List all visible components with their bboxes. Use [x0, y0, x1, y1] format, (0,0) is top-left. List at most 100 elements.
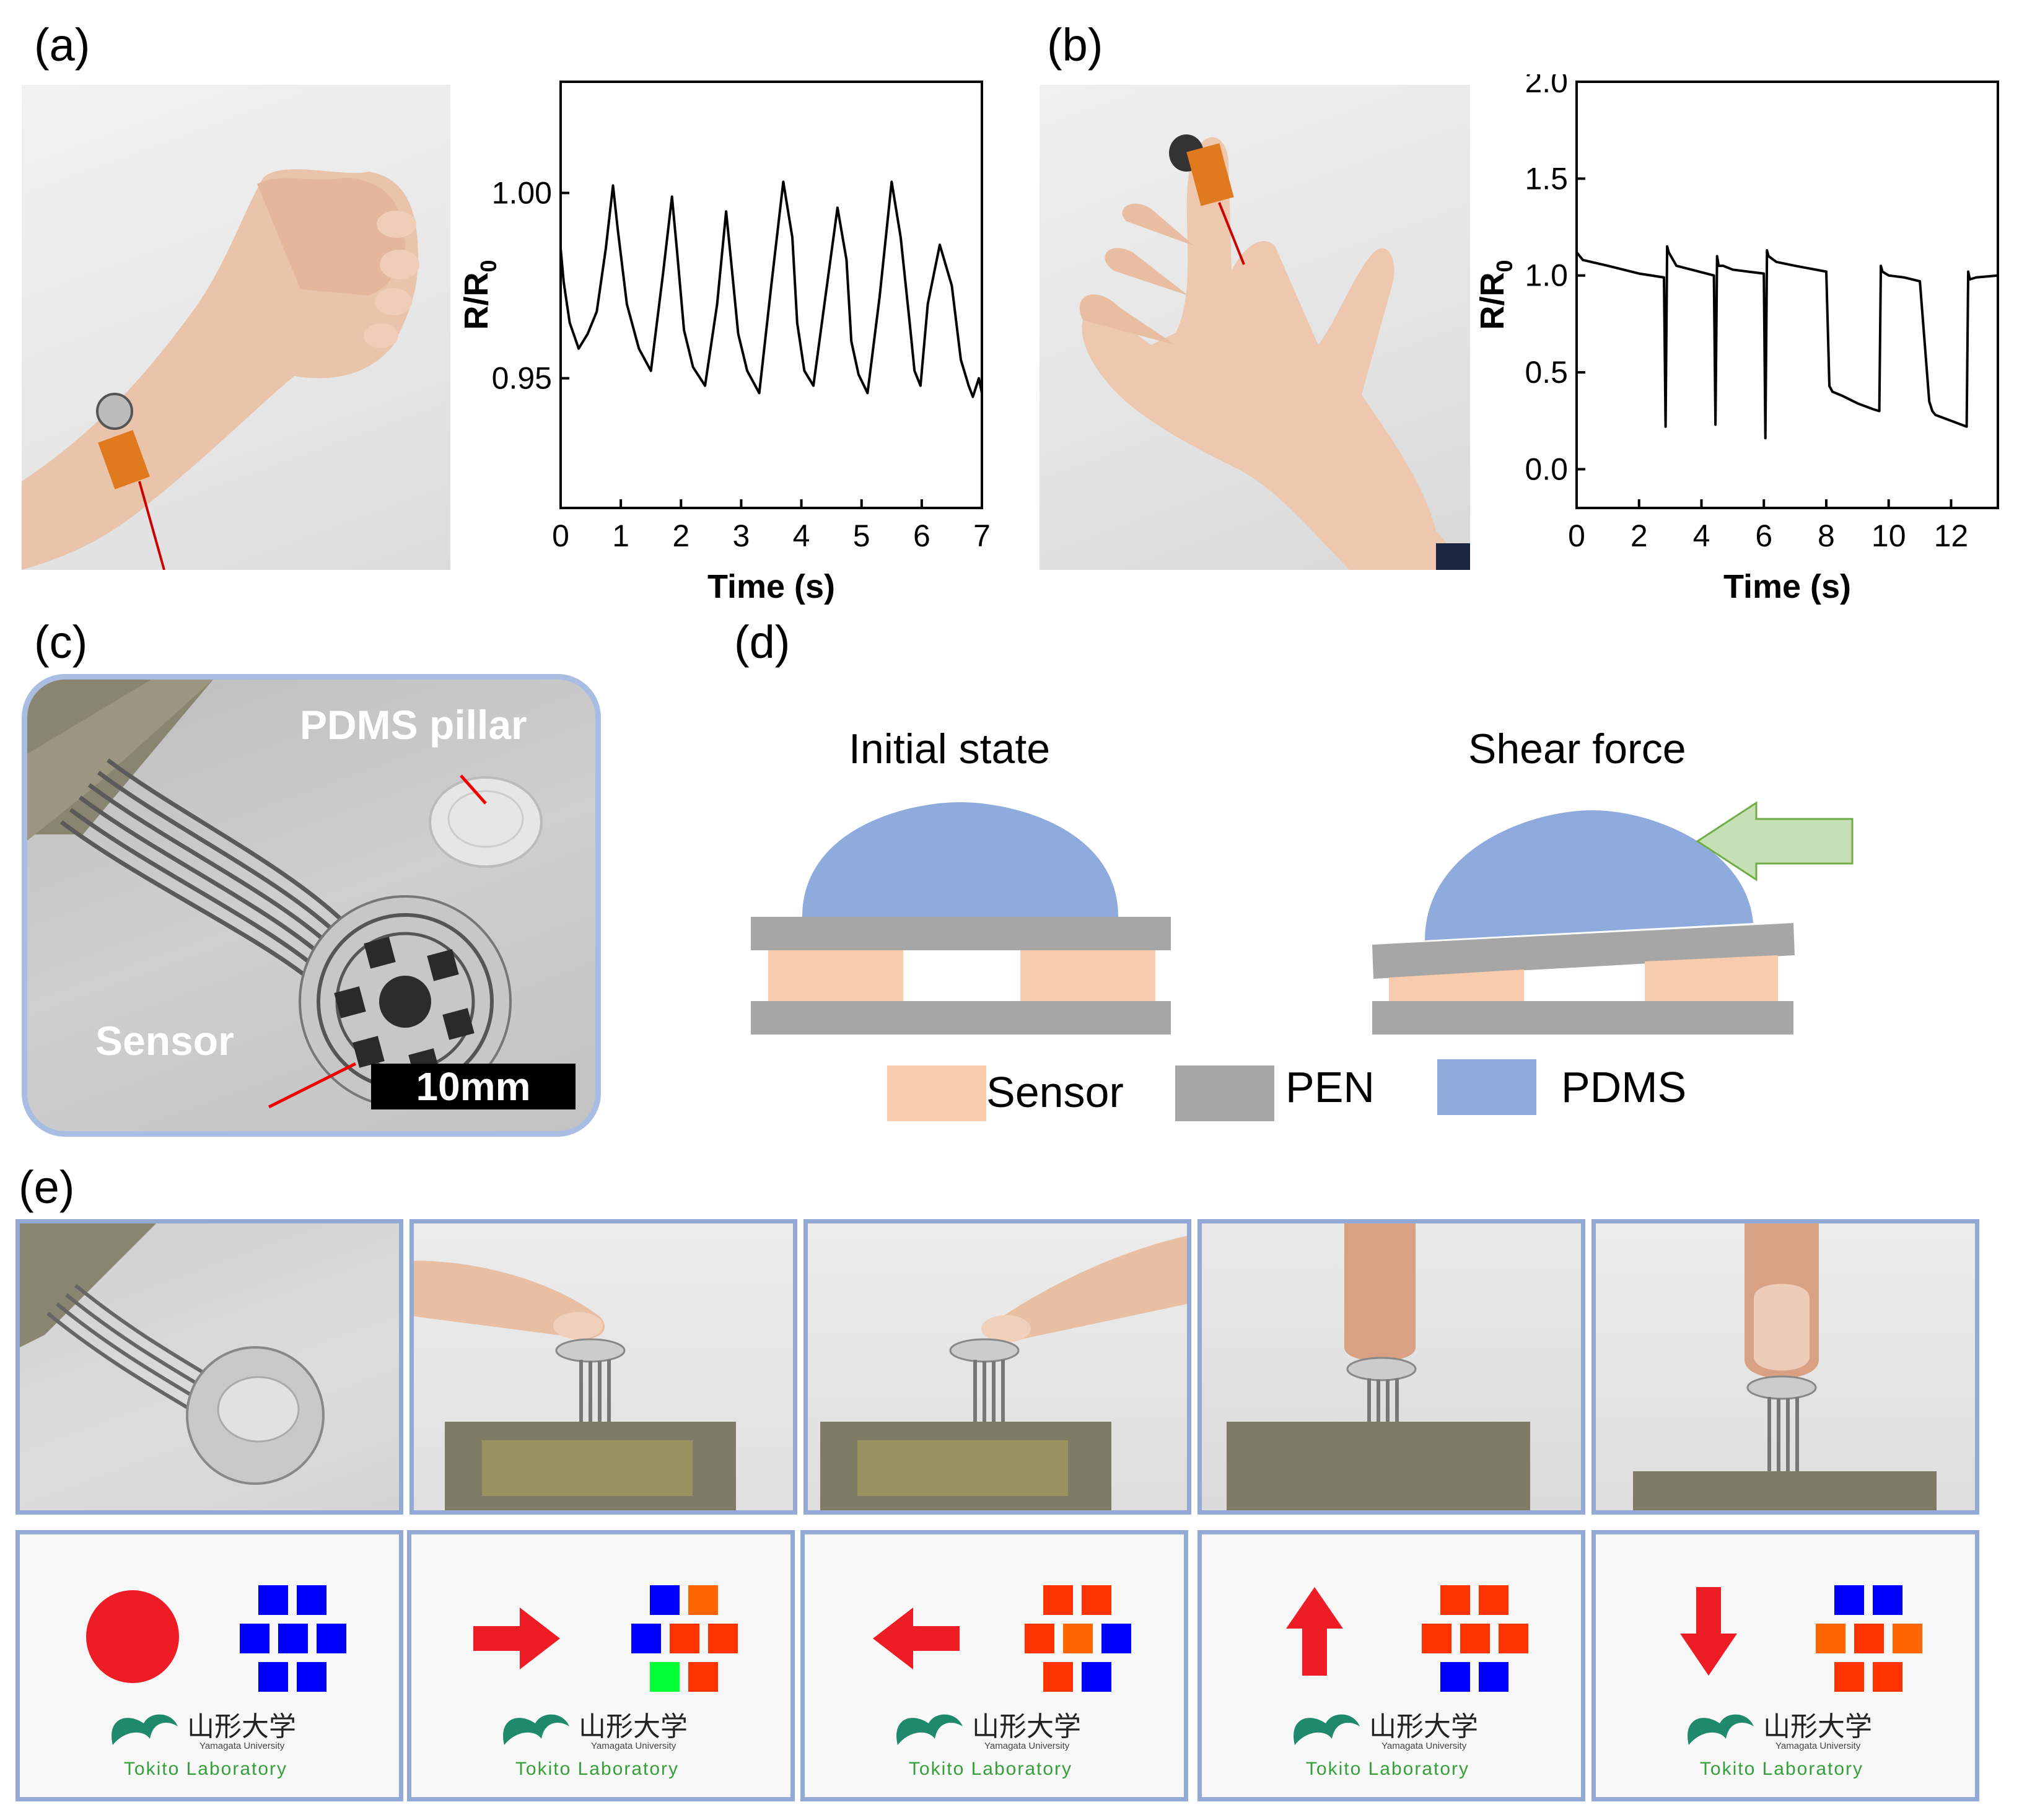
sensor-cell-indicator [1816, 1624, 1845, 1653]
sensor-cell-indicator [650, 1662, 680, 1692]
y-axis-label: R/R0 [1474, 260, 1517, 330]
panel-label-d: (d) [734, 616, 790, 668]
demo-photo-2 [409, 1219, 797, 1515]
demo-photo-4-illustration [1227, 1223, 1530, 1510]
sensor-cell-indicator [1440, 1585, 1470, 1615]
pdms-pillar-label: PDMS pillar [300, 702, 527, 748]
demo-photo-2-illustration [414, 1261, 736, 1510]
sensor-cell-indicator [258, 1662, 288, 1692]
shear-arrow-icon [1696, 801, 1854, 882]
sensor-cell-indicator [650, 1585, 680, 1615]
pen-bottom-initial [751, 1001, 1171, 1035]
sensor-cell-indicator [708, 1624, 738, 1653]
scale-bar: 10mm [371, 1064, 576, 1109]
wrist-illustration [22, 169, 419, 570]
lab-name-text: Tokito Laboratory [1700, 1759, 1863, 1779]
initial-state-title: Initial state [849, 725, 1051, 772]
logo-en-text: Yamagata University [1381, 1741, 1467, 1751]
panel-label-c: (c) [34, 616, 88, 668]
legend-pdms-label: PDMS [1561, 1063, 1687, 1111]
logo-jp-text: 山形大学 [1763, 1712, 1872, 1742]
sensor-right-initial [1020, 950, 1155, 1001]
sensor-cell-indicator [1043, 1662, 1073, 1692]
sensor-cell-indicator [688, 1662, 718, 1692]
series-line [559, 180, 983, 398]
legend-sensor-swatch [887, 1065, 986, 1121]
sensor-cell-indicator [1043, 1585, 1073, 1615]
x-tick-label: 4 [1693, 518, 1710, 553]
pen-bottom-shear [1372, 1001, 1793, 1035]
demo-photo-5 [1591, 1219, 1979, 1515]
x-tick-label: 8 [1818, 518, 1835, 553]
logo-mark-icon [503, 1714, 569, 1745]
x-tick-label: 4 [793, 518, 810, 553]
pdms-dome-initial [802, 802, 1118, 917]
sensor-cell-indicator [297, 1662, 326, 1692]
sensor-cell-indicator [1082, 1662, 1111, 1692]
sensor-cell-indicator [1873, 1585, 1902, 1615]
sensor-cell-indicator [1499, 1624, 1528, 1653]
demo-photo-1-illustration [20, 1223, 325, 1485]
sensor-cell-indicator [278, 1624, 308, 1653]
touch-circle-icon [86, 1590, 179, 1683]
sensor-photo: PDMS pillar Sensor 10mm [22, 674, 601, 1137]
sensor-cell-indicator [1834, 1662, 1864, 1692]
x-tick-label: 10 [1872, 518, 1906, 553]
x-tick-label: 1 [612, 518, 629, 553]
sensor-cell-indicator [1063, 1624, 1093, 1653]
y-tick-label: 0.5 [1525, 355, 1568, 390]
logo-mark-icon [1688, 1714, 1754, 1745]
demo-photo-4 [1197, 1219, 1585, 1515]
hand-photo [1040, 85, 1470, 570]
sensor-illustration [27, 680, 543, 1109]
sensor-cell-indicator [1479, 1662, 1508, 1692]
pen-top-initial [751, 917, 1171, 950]
x-tick-label: 6 [913, 518, 930, 553]
logo-jp-text: 山形大学 [1369, 1712, 1478, 1742]
legend-sensor-label: Sensor [986, 1068, 1124, 1116]
x-axis-label: Time (s) [707, 568, 835, 605]
legend-pen-swatch [1175, 1065, 1274, 1121]
x-tick-label: 12 [1934, 518, 1969, 553]
arrow-up-icon [1286, 1587, 1343, 1676]
panel-label-a: (a) [34, 19, 90, 71]
demo-photo-3-illustration [820, 1236, 1187, 1510]
legend-pdms-swatch [1437, 1059, 1536, 1115]
plot-frame [1575, 81, 1999, 509]
sensor-cell-indicator [1834, 1585, 1864, 1615]
sensor-cell-indicator [631, 1624, 661, 1653]
x-tick-label: 2 [672, 518, 690, 553]
logo-jp-text: 山形大学 [579, 1712, 688, 1742]
panel-label-b: (b) [1047, 19, 1103, 71]
pen-top-shear [1372, 923, 1795, 979]
logo-en-text: Yamagata University [591, 1741, 676, 1751]
panel-label-e: (e) [19, 1162, 75, 1213]
y-axis-label: R/R0 [458, 260, 501, 330]
wrist-photo [22, 85, 450, 570]
y-tick-label: 1.0 [1525, 258, 1568, 293]
x-tick-label: 6 [1755, 518, 1772, 553]
sensor-cell-indicator [688, 1585, 718, 1615]
logo-jp-text: 山形大学 [187, 1712, 296, 1742]
sensor-cell-indicator [1460, 1624, 1490, 1653]
lab-name-text: Tokito Laboratory [124, 1759, 287, 1779]
sensor-cell-indicator [1025, 1624, 1054, 1653]
sensor-cell-indicator [1101, 1624, 1131, 1653]
sensor-cell-indicator [1422, 1624, 1451, 1653]
sensor-right-shear [1645, 955, 1778, 1001]
logo-mark-icon [1294, 1714, 1360, 1745]
x-tick-label: 3 [733, 518, 750, 553]
y-tick-label: 0.95 [492, 361, 552, 396]
logo-jp-text: 山形大学 [972, 1712, 1081, 1742]
logo-en-text: Yamagata University [984, 1741, 1070, 1751]
sensor-left-shear [1389, 969, 1524, 1001]
